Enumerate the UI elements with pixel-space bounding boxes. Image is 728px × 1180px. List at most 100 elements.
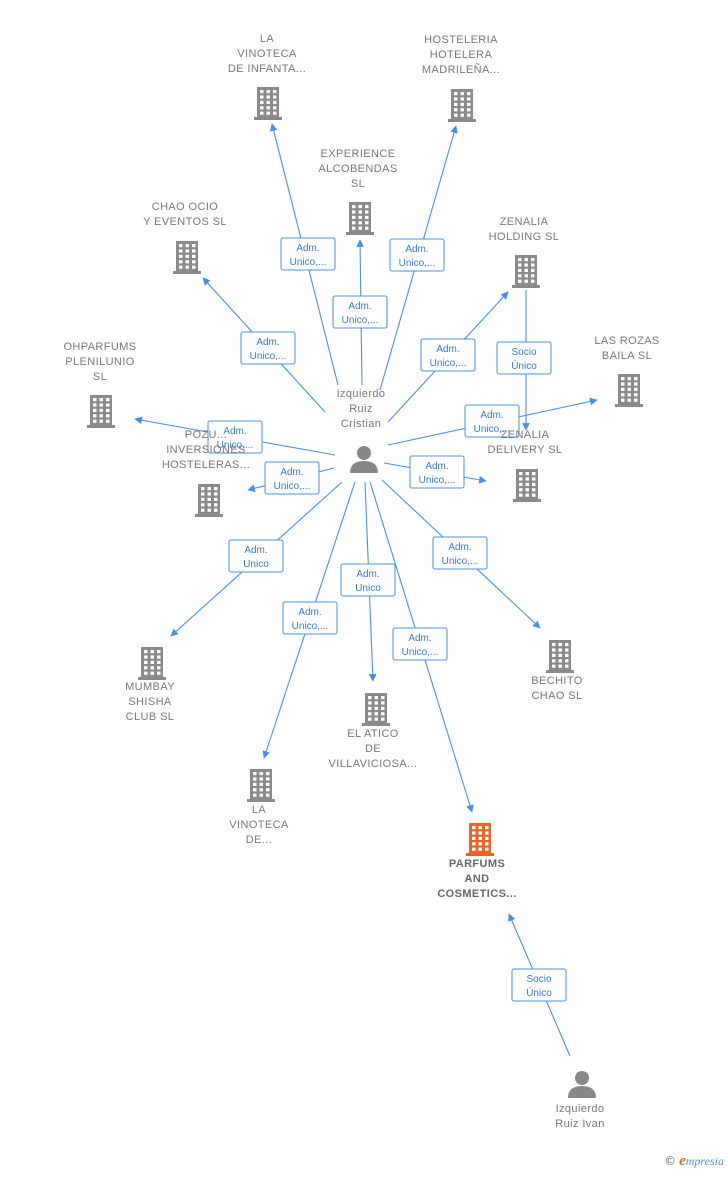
edge-label-text: Adm. [244, 545, 267, 556]
node-label: Cristian [341, 418, 382, 430]
node-label: PARFUMS [449, 858, 505, 870]
edge-label-text: Socio [526, 974, 551, 985]
edge-label-box [496, 341, 552, 375]
node-label: BAILA SL [602, 350, 652, 362]
node-label: Y EVENTOS SL [143, 216, 227, 228]
building-icon [448, 89, 476, 122]
building-icon [546, 640, 574, 673]
building-icon [466, 823, 494, 856]
node-label: EL ATICO [347, 728, 399, 740]
node-pozu-inversiones-hosteleras[interactable]: POZU...INVERSIONESHOSTELERAS... [162, 429, 250, 517]
node-la-vinoteca-de-infanta[interactable]: LA VINOTECA DE INFANTA... [228, 33, 306, 120]
edge-label-text: Adm. [298, 607, 321, 618]
edge-label-box [280, 237, 336, 271]
edge-label-text: Adm. [436, 344, 459, 355]
edge-label-text: Unico,... [342, 315, 379, 326]
edge-label-e-ohparfums[interactable]: Adm.Unico,... [207, 420, 263, 454]
node-el-atico-de-villaviciosa[interactable]: EL ATICODEVILLAVICIOSA... [329, 693, 418, 770]
edge-label-e-mumbay[interactable]: Adm.Unico [228, 539, 284, 573]
edge-label-text: Adm. [480, 410, 503, 421]
node-label: Ruiz Ivan [555, 1118, 604, 1130]
edge-label-text: Adm. [448, 542, 471, 553]
node-label: LA [260, 33, 275, 45]
edge-label-e-zenalia-delivery[interactable]: Adm.Unico,... [409, 455, 465, 489]
edge-label-e-parfums[interactable]: Adm.Unico,... [392, 627, 448, 661]
building-icon [615, 374, 643, 407]
building-icon [138, 647, 166, 680]
node-label: VINOTECA [237, 48, 297, 60]
node-label: HOSTELERIA [424, 34, 498, 46]
edge-label-box [511, 968, 567, 1002]
brand-initial: e [679, 1153, 686, 1169]
node-label: AND [464, 873, 489, 885]
edge-label-text: Adm. [356, 569, 379, 580]
node-label: VILLAVICIOSA... [329, 758, 418, 770]
edge-label-e-pozu[interactable]: Adm.Unico,... [264, 461, 320, 495]
edge-label-box [389, 238, 445, 272]
brand-name: mpresia [685, 1154, 724, 1168]
node-label: ALCOBENDAS [318, 163, 397, 175]
node-hosteleria-hotelera-madrilena[interactable]: HOSTELERIAHOTELERAMADRILEÑA... [422, 34, 500, 122]
copyright-symbol: © [664, 1154, 677, 1168]
node-label: DE INFANTA... [228, 63, 306, 75]
person-icon [568, 1071, 596, 1098]
edge-label-box [340, 563, 396, 597]
building-icon [362, 693, 390, 726]
edge-label-text: Unico,... [292, 621, 329, 632]
edge-label-e-hosteleria[interactable]: Adm.Unico,... [389, 238, 445, 272]
edge-label-box [392, 627, 448, 661]
node-label: MUMBAY [125, 681, 175, 693]
edge-label-e-bechito[interactable]: Adm. Unico,... [432, 536, 488, 570]
edge-label-box [464, 404, 520, 438]
edge-label-text: Único [526, 986, 552, 999]
node-parfums-and-cosmetics[interactable]: PARFUMSANDCOSMETICS... [437, 823, 516, 900]
edge-label-e-zenalia-holding[interactable]: Adm. Unico,... [420, 338, 476, 372]
edge-label-e-la-vinoteca-de[interactable]: Adm. Unico,... [282, 601, 338, 635]
node-label: VINOTECA [229, 819, 289, 831]
node-label: EXPERIENCE [321, 148, 396, 160]
building-icon [346, 202, 374, 235]
building-icon [513, 469, 541, 502]
edge-label-e-las-rozas[interactable]: Adm. Unico,... [464, 404, 520, 438]
edge-label-text: Adm. [425, 461, 448, 472]
node-label: CLUB SL [126, 711, 175, 723]
copyright-notice: ©empresia [664, 1153, 724, 1170]
edge-label-box [282, 601, 338, 635]
edge-label-box [207, 420, 263, 454]
building-icon [195, 484, 223, 517]
building-icon [173, 241, 201, 274]
edge-label-text: Unico,... [442, 556, 479, 567]
edge-label-text: Adm. [348, 301, 371, 312]
building-icon [254, 87, 282, 120]
building-icon [512, 255, 540, 288]
edge-label-text: Unico,... [274, 481, 311, 492]
edge-label-text: Unico,... [430, 358, 467, 369]
node-label: DELIVERY SL [488, 444, 563, 456]
node-label: ZENALIA [500, 216, 549, 228]
edge-labels-layer: Adm. Unico,... Adm. Unico,... Adm. Unico,... A… [207, 237, 567, 1002]
node-la-vinoteca-de[interactable]: LAVINOTECADE... [229, 769, 289, 846]
edge-label-text: Unico [355, 583, 381, 594]
edge-label-e-vinoteca-infanta[interactable]: Adm.Unico,... [280, 237, 336, 271]
node-label: LA [252, 804, 267, 816]
edge-label-text: Unico,... [290, 257, 327, 268]
edge-label-e-el-atico[interactable]: Adm. Unico [340, 563, 396, 597]
edge-label-e-experience[interactable]: Adm. Unico,... [332, 295, 388, 329]
edge-label-e-chao-ocio[interactable]: Adm.Unico,... [240, 331, 296, 365]
edge-label-text: Unico,... [474, 424, 511, 435]
edge-label-box [420, 338, 476, 372]
